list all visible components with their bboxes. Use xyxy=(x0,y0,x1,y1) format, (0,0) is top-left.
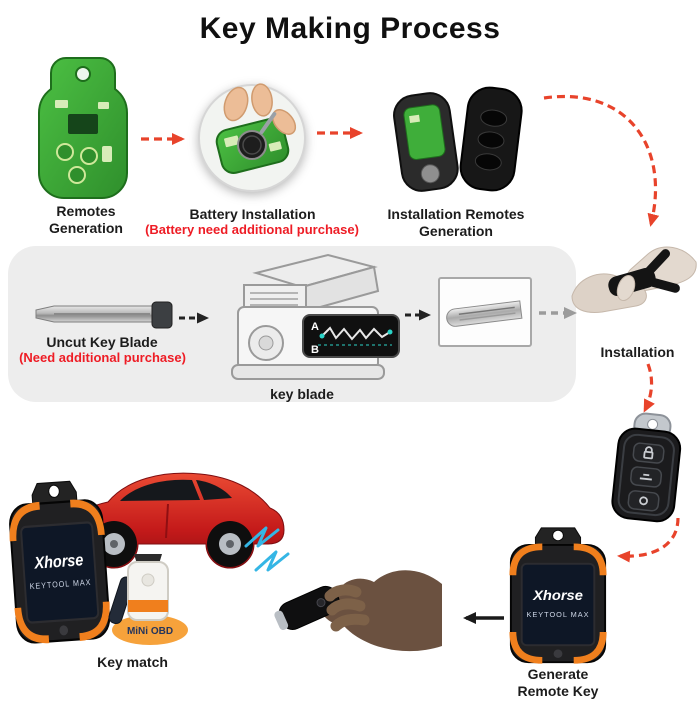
button-pad xyxy=(80,147,98,165)
uncut-key-blade-illustration xyxy=(35,301,173,329)
generate-remote-key-line2: Remote Key xyxy=(517,682,599,699)
key-buttons xyxy=(627,442,665,512)
keytool-right-illustration: Xhorse KEYTOOL MAX xyxy=(509,527,607,664)
battery-installation-label: Battery Installation xyxy=(189,206,316,222)
keytool-left-illustration: Xhorse KEYTOOL MAX xyxy=(9,480,111,644)
vents xyxy=(250,292,298,306)
installation-photo xyxy=(571,246,697,313)
shell-cover xyxy=(459,86,523,192)
keytool-right-brand: Xhorse xyxy=(532,588,583,604)
tool xyxy=(259,111,277,135)
arrow-tip-to-installation xyxy=(539,307,577,319)
device-screen xyxy=(520,562,596,647)
hanger-hole xyxy=(552,529,564,542)
windshield xyxy=(120,479,200,501)
home-button xyxy=(59,625,69,636)
arrow-remotes-to-battery xyxy=(141,133,185,145)
key-blade-label: key blade xyxy=(270,386,334,402)
bitting-waveform xyxy=(321,326,391,341)
keytool-max-left-device: Xhorse KEYTOOL MAX xyxy=(2,477,115,649)
arrow-battery-to-shells xyxy=(317,127,363,139)
keyring-hole xyxy=(75,66,91,82)
installation-remotes-label: Installation Remotes Generation xyxy=(372,206,540,239)
keytool-left-brand: Xhorse xyxy=(33,551,84,573)
cut-point-b-label: B xyxy=(311,344,319,356)
device-screen xyxy=(20,521,100,624)
orange-bumper xyxy=(9,501,41,542)
mini-obd-label: MiNi OBD xyxy=(127,626,173,637)
keytool-max-right-device: Xhorse KEYTOOL MAX xyxy=(506,526,610,666)
arrow-remote-key-to-device xyxy=(617,517,680,563)
remotes-generation-line1: Remotes xyxy=(56,203,116,219)
chip xyxy=(68,114,98,134)
orange-bumper xyxy=(573,631,607,664)
installation-remotes-line2: Generation xyxy=(419,222,493,239)
remotes-generation-line2: Generation xyxy=(49,219,123,236)
open-shell-with-pcb xyxy=(393,92,459,192)
panic-button-icon xyxy=(639,496,648,506)
blade-head xyxy=(151,301,173,329)
coin-battery xyxy=(237,130,267,160)
mini-obd-device: MiNi OBD xyxy=(108,554,188,645)
lock-icon xyxy=(643,446,654,460)
generate-remote-key-line1: Generate xyxy=(527,666,589,682)
uncut-key-blade-note: (Need additional purchase) xyxy=(19,350,186,365)
key-blade-tip-photo xyxy=(438,277,532,347)
orange-base xyxy=(112,615,188,645)
button-pad xyxy=(56,143,74,161)
remote-pcb-illustration xyxy=(38,57,128,199)
car-illustration xyxy=(61,472,285,569)
orange-bumper xyxy=(14,607,50,644)
arrow-installation-to-remote-key xyxy=(643,363,655,413)
orange-bumper xyxy=(509,631,543,664)
cut-profile-screen: A B xyxy=(302,314,400,358)
home-button xyxy=(553,649,563,658)
generate-remote-key-label: Generate Remote Key xyxy=(494,666,622,699)
cut-point-a-label: A xyxy=(311,321,319,333)
installation-label: Installation xyxy=(600,344,675,360)
hand-with-remote-photo xyxy=(274,570,442,652)
fingers xyxy=(223,83,297,135)
arrow-machine-to-tip xyxy=(405,309,431,321)
installation-remotes-line1: Installation Remotes xyxy=(387,206,525,222)
orange-bumper xyxy=(573,543,607,576)
held-remote xyxy=(274,585,340,631)
orange-bumper xyxy=(70,499,105,536)
keytool-left-model: KEYTOOL MAX xyxy=(29,577,91,591)
smart-remote-key-illustration xyxy=(611,412,682,523)
battery-installation-note: (Battery need additional purchase) xyxy=(145,222,359,237)
side-window xyxy=(196,480,232,500)
key-match-label: Key match xyxy=(97,654,168,670)
fingers xyxy=(324,584,370,632)
button-pad xyxy=(68,166,86,184)
trunk-icon xyxy=(639,473,652,481)
orange-bumper xyxy=(79,601,110,641)
hanger-hole xyxy=(48,484,60,499)
obd-orange-band xyxy=(128,600,168,612)
page-title: Key Making Process xyxy=(199,12,501,45)
key-shells-illustration xyxy=(393,86,523,192)
thumb xyxy=(616,274,636,302)
remotes-generation-label: Remotes Generation xyxy=(20,203,152,236)
blade-tip-illustration xyxy=(446,300,523,327)
orange-bumper xyxy=(509,543,543,576)
keytool-right-model: KEYTOOL MAX xyxy=(526,610,589,619)
keyring-hole xyxy=(647,418,659,430)
arrow-blade-to-machine xyxy=(179,312,209,324)
battery-installation-photo xyxy=(198,83,306,192)
uncut-key-blade-label: Uncut Key Blade xyxy=(46,334,158,350)
arrow-shells-to-installation-curve xyxy=(543,95,660,227)
signal-waves-icon xyxy=(244,526,290,572)
arrow-device-to-hand xyxy=(463,612,504,624)
